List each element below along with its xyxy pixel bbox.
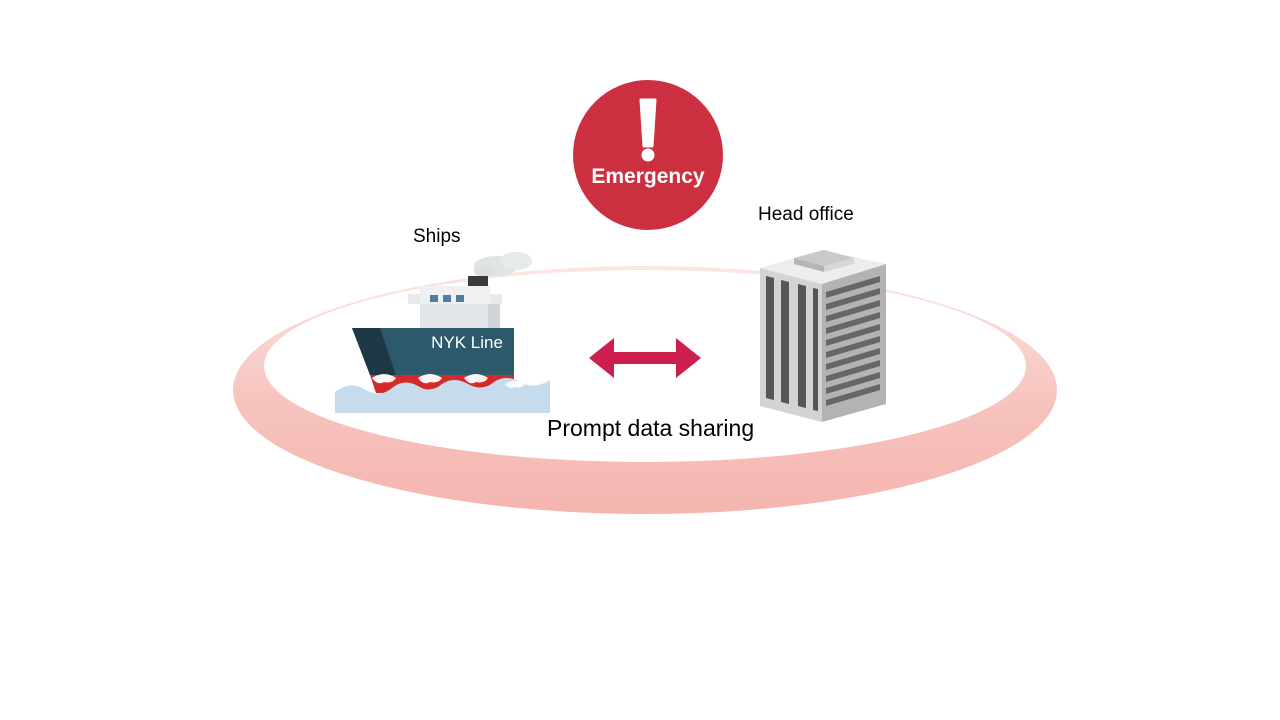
emergency-badge: Emergency <box>573 80 723 230</box>
head-office-label: Head office <box>758 204 854 225</box>
sea-waves <box>335 374 550 413</box>
smoke-cloud <box>474 252 532 277</box>
building-icon <box>760 250 886 422</box>
data-sharing-arrow <box>589 338 701 378</box>
exclamation-icon <box>639 98 657 162</box>
prompt-data-sharing-label: Prompt data sharing <box>547 415 755 441</box>
ships-label: Ships <box>413 226 461 247</box>
ship-hull-label: NYK Line <box>431 333 503 352</box>
emergency-label: Emergency <box>591 165 705 188</box>
ship-icon: NYK Line <box>335 252 550 413</box>
